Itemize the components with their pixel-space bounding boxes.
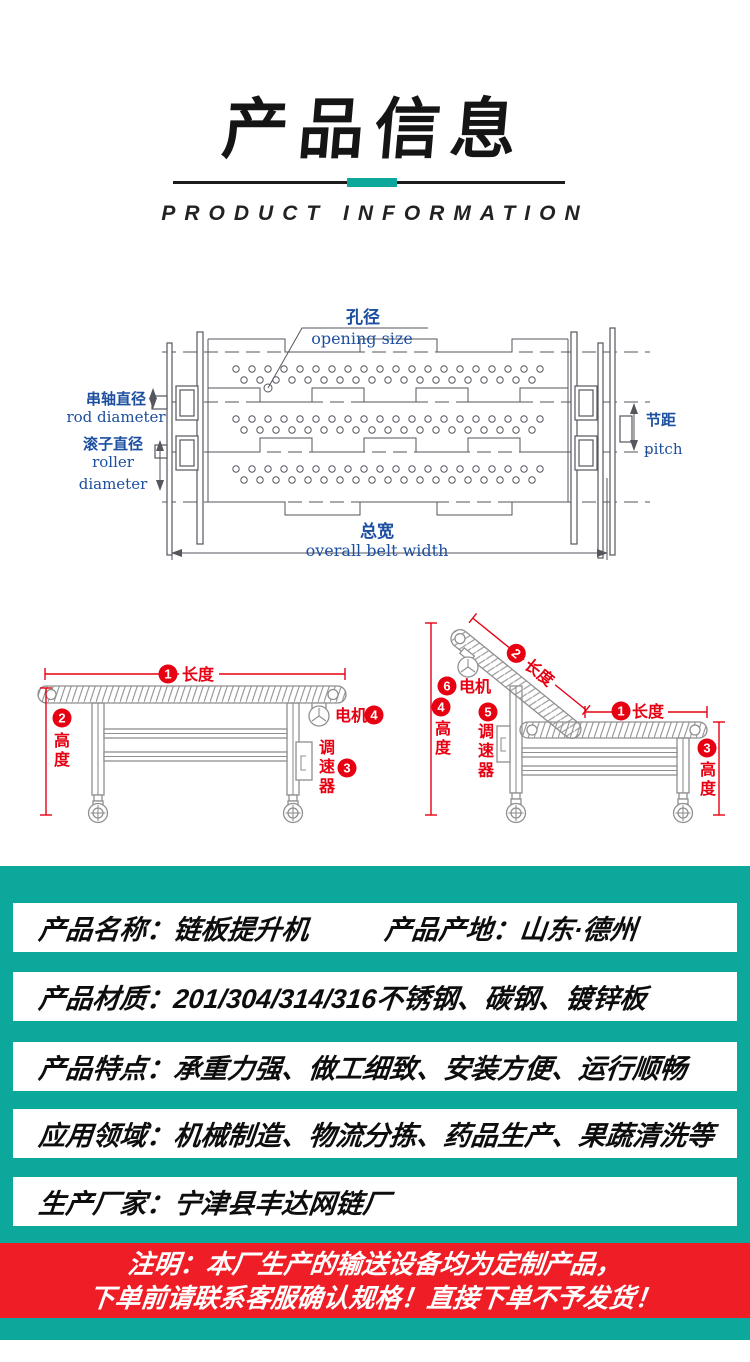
manufacturer-label: 生产厂家： xyxy=(37,1189,176,1219)
svg-text:5: 5 xyxy=(484,705,491,720)
label-height: 高度 xyxy=(54,731,71,769)
badge-3 xyxy=(697,738,717,758)
product-info-section: 产品名称：链板提升机 产品产地：山东·德州 产品材质：201/304/314/3… xyxy=(0,866,750,1340)
applications-value: 机械制造、物流分拣、药品生产、果蔬清洗等 xyxy=(172,1121,716,1151)
badge-2 xyxy=(506,643,526,663)
info-row-material: 产品材质：201/304/314/316不锈钢、碳钢、镀锌板 xyxy=(13,972,737,1021)
label-length: 长度 xyxy=(632,702,665,721)
custom-order-notice: 注明：本厂生产的输送设备均为定制产品， 下单前请联系客服确认规格！直接下单不予发… xyxy=(0,1243,750,1318)
motor-icon xyxy=(308,702,330,727)
speed-governor-icon xyxy=(295,741,313,781)
wheel xyxy=(672,798,694,824)
notice-line-2: 下单前请联系客服确认规格！直接下单不予发货！ xyxy=(87,1282,663,1313)
inclined-conveyor-figure: 2 长度 6 电机 4 高度 5 调速器 xyxy=(425,613,725,824)
svg-text:2: 2 xyxy=(58,711,65,726)
right-chain-rail xyxy=(570,327,633,559)
material-label: 产品材质： xyxy=(37,984,176,1014)
svg-text:3: 3 xyxy=(703,741,710,756)
page-title: 产品信息 xyxy=(219,92,530,166)
svg-text:4: 4 xyxy=(437,700,445,715)
svg-text:1: 1 xyxy=(164,667,171,682)
applications-label: 应用领域： xyxy=(37,1121,176,1151)
product-origin-label: 产品产地： xyxy=(383,915,522,945)
belt-top-view: 孔径 opening size 串轴直径 rod diameter 滚子直径 r… xyxy=(66,307,683,560)
badge-6 xyxy=(437,676,457,696)
product-name-value: 链板提升机 xyxy=(172,915,311,945)
material-value: 201/304/314/316不锈钢、碳钢、镀锌板 xyxy=(172,984,649,1014)
label-roller-diameter-en2: diameter xyxy=(79,475,148,493)
product-origin-value: 山东·德州 xyxy=(518,915,639,945)
label-governor: 调速器 xyxy=(477,723,495,779)
label-height-left: 高度 xyxy=(435,719,452,757)
label-rod-diameter-cn: 串轴直径 xyxy=(86,390,146,408)
svg-text:3: 3 xyxy=(343,761,350,776)
horizontal-conveyor-figure: 1 长度 2 高度 电机 4 调速器 3 xyxy=(37,664,384,824)
features-value: 承重力强、做工细致、安装方便、运行顺畅 xyxy=(172,1054,689,1084)
info-row-name-origin: 产品名称：链板提升机 产品产地：山东·德州 xyxy=(13,903,737,952)
label-belt-width-cn: 总宽 xyxy=(360,521,394,542)
label-governor: 调速器 xyxy=(318,739,336,795)
badge-2 xyxy=(52,708,72,728)
label-opening-size-en: opening size xyxy=(311,329,413,348)
wheel xyxy=(505,798,527,824)
badge-4 xyxy=(431,697,451,717)
page-subtitle: PRODUCT INFORMATION xyxy=(161,202,589,225)
features-label: 产品特点： xyxy=(37,1054,176,1084)
belt-holes xyxy=(232,345,544,495)
label-pitch-en: pitch xyxy=(644,440,683,458)
badge-5 xyxy=(478,702,498,722)
label-belt-width-en: overall belt width xyxy=(306,541,449,560)
label-rod-diameter-en: rod diameter xyxy=(66,408,166,426)
label-opening-size-cn: 孔径 xyxy=(346,307,380,328)
label-height-right: 高度 xyxy=(700,760,717,798)
label-pitch-cn: 节距 xyxy=(646,411,676,429)
wheel xyxy=(282,800,304,824)
product-name-label: 产品名称： xyxy=(37,915,176,945)
badge-1 xyxy=(158,664,178,684)
badge-4 xyxy=(364,705,384,725)
label-length: 长度 xyxy=(182,665,215,684)
label-roller-diameter-en1: roller xyxy=(92,453,135,471)
speed-governor-icon xyxy=(496,725,511,763)
notice-line-1: 注明：本厂生产的输送设备均为定制产品， xyxy=(126,1248,624,1279)
svg-text:1: 1 xyxy=(617,704,624,719)
svg-text:6: 6 xyxy=(443,679,450,694)
svg-text:4: 4 xyxy=(370,708,378,723)
wheel xyxy=(87,800,109,824)
manufacturer-value: 宁津县丰达网链厂 xyxy=(172,1189,392,1219)
label-motor: 电机 xyxy=(459,677,491,696)
label-roller-diameter-cn: 滚子直径 xyxy=(83,435,143,453)
badge-3 xyxy=(337,758,357,778)
technical-diagram: 孔径 opening size 串轴直径 rod diameter 滚子直径 r… xyxy=(37,307,725,824)
title-underline-accent xyxy=(347,178,397,187)
info-row-applications: 应用领域：机械制造、物流分拣、药品生产、果蔬清洗等 xyxy=(13,1109,737,1158)
badge-1 xyxy=(611,701,631,721)
label-motor: 电机 xyxy=(335,706,367,725)
motor-icon xyxy=(457,646,479,678)
info-row-features: 产品特点：承重力强、做工细致、安装方便、运行顺畅 xyxy=(13,1042,737,1091)
info-row-manufacturer: 生产厂家：宁津县丰达网链厂 xyxy=(13,1177,737,1226)
